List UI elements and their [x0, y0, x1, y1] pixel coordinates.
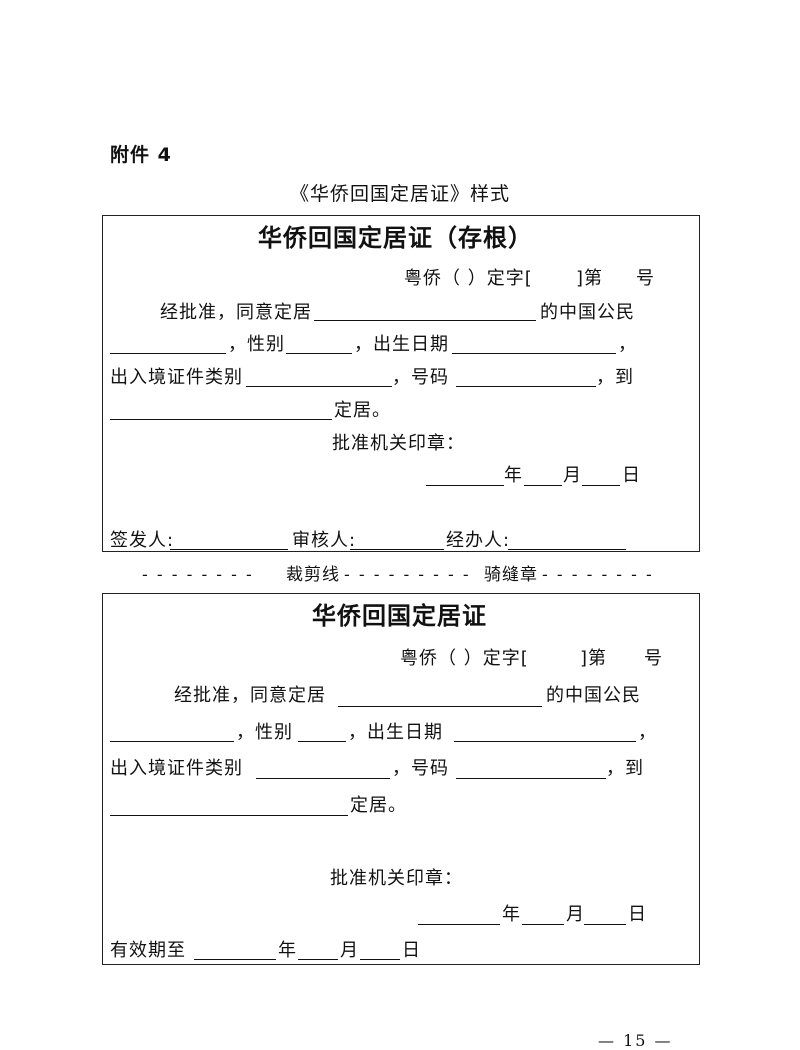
cert-valid-month-label: 月	[340, 940, 359, 961]
cert-year-field[interactable]	[418, 924, 500, 925]
cert-valid-year-label: 年	[278, 940, 297, 961]
cut-line-dash-left: - - - - - - - -	[142, 565, 254, 584]
stub-year-field[interactable]	[426, 485, 504, 486]
stub-line2-b: ，出生日期	[354, 334, 449, 355]
cert-gender-field[interactable]	[298, 741, 346, 742]
cert-line4-a: 定居。	[350, 795, 407, 816]
stub-number-prefix: 粤侨（ ）定字[	[404, 268, 533, 289]
cut-line-dash-mid: - - - - - - - - -	[344, 565, 471, 584]
stub-line2-a: ，性别	[228, 334, 285, 355]
cert-settle-place-field[interactable]	[338, 706, 542, 707]
cert-number-suffix: 号	[644, 648, 663, 669]
stub-destination-field[interactable]	[110, 419, 332, 420]
cert-line1-a: 经批准，同意定居	[174, 685, 326, 706]
stub-seal-label: 批准机关印章：	[332, 433, 465, 454]
stub-settle-place-field[interactable]	[314, 320, 536, 321]
stub-month-label: 月	[563, 465, 582, 486]
cut-line-dash-right: - - - - - - - -	[542, 565, 654, 584]
cert-line2-c: ，	[638, 722, 657, 743]
form-title: 《华侨回国定居证》样式	[290, 183, 511, 205]
stub-line3-c: ，到	[596, 367, 634, 388]
stub-box	[102, 215, 700, 552]
stub-day-label: 日	[622, 465, 641, 486]
stub-number-suffix: 号	[636, 268, 655, 289]
cert-seal-label: 批准机关印章：	[330, 868, 463, 889]
stub-issuer-label: 签发人:	[110, 530, 175, 551]
stub-line3-a: 出入境证件类别	[110, 367, 243, 388]
cert-valid-day-field[interactable]	[360, 959, 400, 960]
stub-number-mid: ]第	[576, 268, 604, 289]
stub-name-field[interactable]	[110, 353, 226, 354]
cert-line3-b: ，号码	[392, 758, 449, 779]
stub-doc-number-field[interactable]	[456, 386, 596, 387]
cert-number-mid: ]第	[580, 648, 608, 669]
stub-doc-type-field[interactable]	[246, 386, 392, 387]
stub-gender-field[interactable]	[286, 353, 352, 354]
stub-year-label: 年	[504, 465, 523, 486]
cut-line-label: 裁剪线	[286, 565, 340, 585]
stub-title: 华侨回国定居证（存根）	[258, 224, 533, 252]
stub-month-field[interactable]	[524, 485, 562, 486]
certificate-title: 华侨回国定居证	[312, 602, 487, 630]
cert-doc-number-field[interactable]	[456, 778, 606, 779]
cert-valid-year-field[interactable]	[194, 959, 276, 960]
cert-day-label: 日	[628, 904, 647, 925]
stub-reviewer-label: 审核人:	[292, 530, 357, 551]
cert-birthdate-field[interactable]	[454, 741, 636, 742]
cert-year-label: 年	[502, 904, 521, 925]
cert-valid-until-label: 有效期至	[110, 940, 186, 961]
page-number: — 15 —	[598, 1031, 673, 1050]
cert-valid-month-field[interactable]	[298, 959, 338, 960]
stub-day-field[interactable]	[582, 485, 620, 486]
stub-reviewer-field[interactable]	[350, 549, 444, 550]
stub-line1-a: 经批准，同意定居	[160, 302, 312, 323]
cert-day-field[interactable]	[584, 924, 626, 925]
stub-handler-field[interactable]	[508, 549, 626, 550]
stub-birthdate-field[interactable]	[452, 353, 616, 354]
cert-line2-b: ，出生日期	[348, 722, 443, 743]
cert-line1-b: 的中国公民	[546, 685, 641, 706]
stub-issuer-field[interactable]	[170, 549, 288, 550]
stub-line1-b: 的中国公民	[540, 302, 635, 323]
cert-doc-type-field[interactable]	[256, 778, 390, 779]
cert-line2-a: ，性别	[236, 722, 293, 743]
cert-month-label: 月	[566, 904, 585, 925]
cert-destination-field[interactable]	[110, 815, 348, 816]
cert-valid-day-label: 日	[402, 940, 421, 961]
certificate-box	[102, 593, 700, 965]
cert-name-field[interactable]	[110, 741, 234, 742]
stub-line4-a: 定居。	[334, 400, 391, 421]
seam-stamp-label: 骑缝章	[484, 565, 538, 585]
stub-line2-c: ，	[618, 334, 637, 355]
cert-number-prefix: 粤侨（ ）定字[	[400, 648, 529, 669]
cert-month-field[interactable]	[522, 924, 564, 925]
stub-line3-b: ，号码	[392, 367, 449, 388]
attachment-label: 附件 4	[110, 144, 172, 166]
stub-handler-label: 经办人:	[446, 530, 511, 551]
cert-line3-a: 出入境证件类别	[110, 758, 243, 779]
cert-line3-c: ，到	[606, 758, 644, 779]
